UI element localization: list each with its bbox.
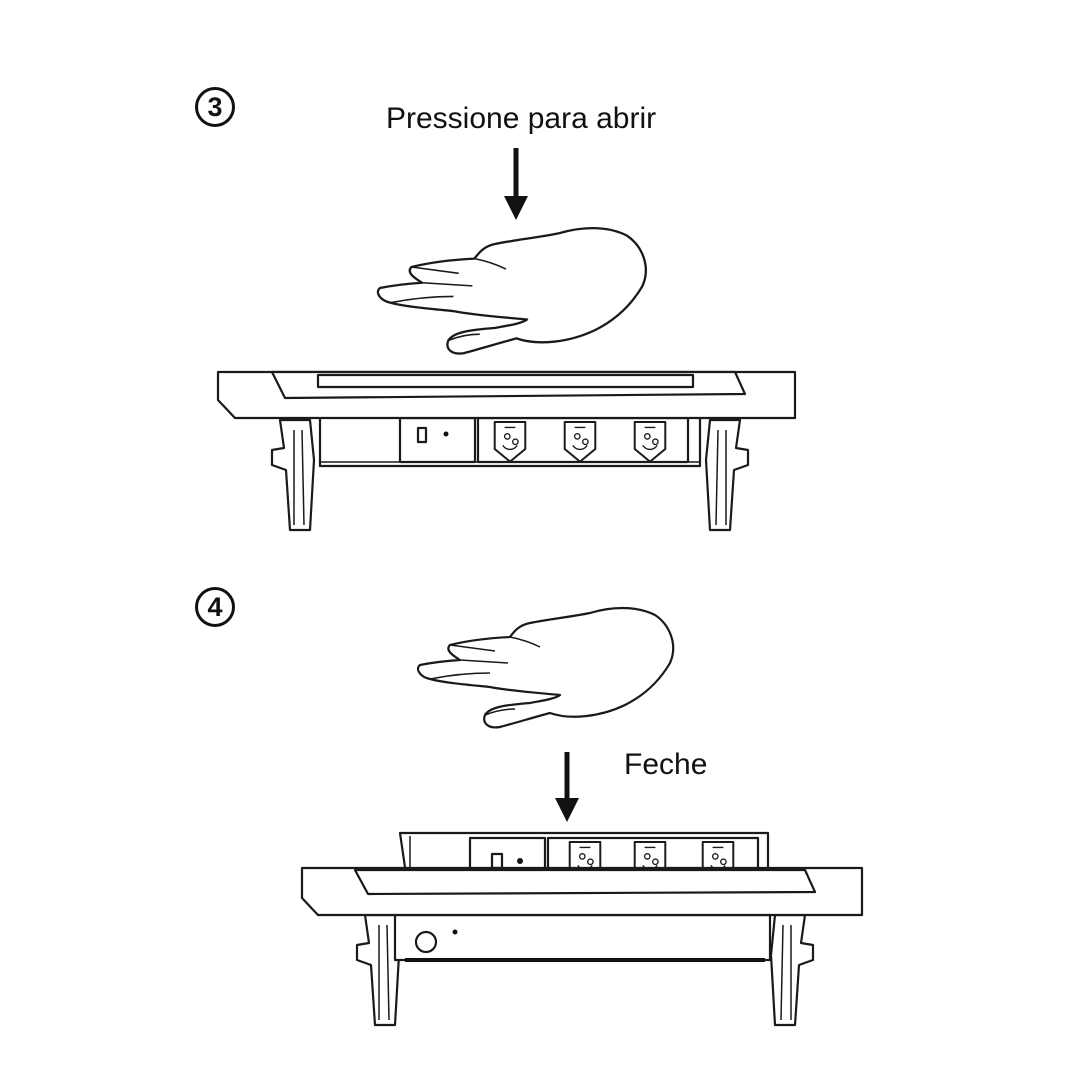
step-4-number: 4	[195, 587, 235, 627]
step-3-number: 3	[195, 87, 235, 127]
step-4-hand-icon	[416, 606, 675, 729]
step-3-hand-icon	[376, 226, 647, 355]
step-3-outlet-closed	[216, 370, 797, 532]
step-3-instruction: Pressione para abrir	[386, 102, 657, 135]
step-4-instruction: Feche	[624, 748, 708, 781]
step-4-arrow-icon	[555, 752, 579, 822]
step-3-arrow-icon	[504, 148, 528, 220]
step-4-outlet-open	[300, 831, 864, 1027]
